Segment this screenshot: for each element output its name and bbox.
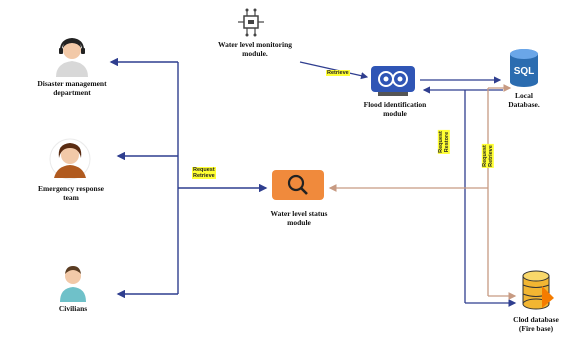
disaster-management-node — [52, 35, 92, 77]
label-line: Water level status — [270, 209, 328, 218]
label-line: Civilians — [58, 304, 88, 313]
label-line: module — [287, 217, 311, 227]
retrieve-tag-top: Retrieve — [326, 70, 350, 77]
label-line: team — [63, 192, 79, 202]
local-database-node: SQL — [508, 48, 540, 88]
water-level-monitoring-label: Water level monitoring module. — [200, 40, 310, 58]
emergency-response-label: Emergency response team — [10, 184, 132, 202]
firebase-database-icon — [522, 270, 554, 310]
sql-icon-text: SQL — [514, 66, 535, 77]
support-agent-icon — [56, 37, 88, 77]
label-line: Local — [515, 91, 533, 100]
label-line: module. — [242, 48, 268, 58]
responder-icon — [49, 138, 91, 180]
tag-line: Retrieve — [193, 173, 215, 180]
search-icon — [272, 170, 324, 200]
label-line: Emergency response — [38, 184, 104, 193]
label-line: (Fire base) — [518, 323, 554, 333]
tag-line: Restore — [443, 131, 450, 153]
label-line: Flood identification — [363, 100, 427, 109]
flood-identification-node — [370, 64, 416, 98]
sql-database-icon: SQL — [510, 49, 538, 87]
water-level-monitoring-node — [237, 8, 265, 38]
tag-line: Retrieve — [487, 145, 494, 167]
label-line: Clod database — [513, 315, 559, 324]
cloud-database-label: Clod database (Fire base) — [496, 315, 576, 333]
label-line: Database. — [508, 99, 540, 109]
civilians-node — [58, 262, 88, 302]
label-line: module — [383, 108, 407, 118]
request-restore-tag: Request Restore — [437, 130, 450, 154]
request-retrieve-tag-right: Request Retrieve — [481, 144, 494, 168]
label-line: Water level monitoring — [217, 40, 292, 49]
circuit-icon — [238, 8, 264, 37]
flood-sensor-icon — [371, 66, 415, 96]
label-line: department — [53, 87, 91, 97]
disaster-management-label: Disaster management department — [8, 79, 136, 97]
person-icon — [60, 266, 86, 302]
water-level-status-label: Water level status module — [244, 209, 354, 227]
water-level-status-node — [272, 170, 324, 200]
label-line: Disaster management — [37, 79, 107, 88]
emergency-response-node — [49, 138, 91, 180]
arrow-monitoring-to-flood — [299, 61, 369, 80]
tag-line: Request — [193, 167, 215, 173]
civilians-label: Civilians — [30, 304, 116, 314]
cloud-database-node — [520, 270, 556, 312]
flood-identification-label: Flood identification module — [340, 100, 450, 118]
request-retrieve-tag-left: Request Retrieve — [192, 167, 216, 180]
local-database-label: Local Database. — [496, 91, 552, 109]
